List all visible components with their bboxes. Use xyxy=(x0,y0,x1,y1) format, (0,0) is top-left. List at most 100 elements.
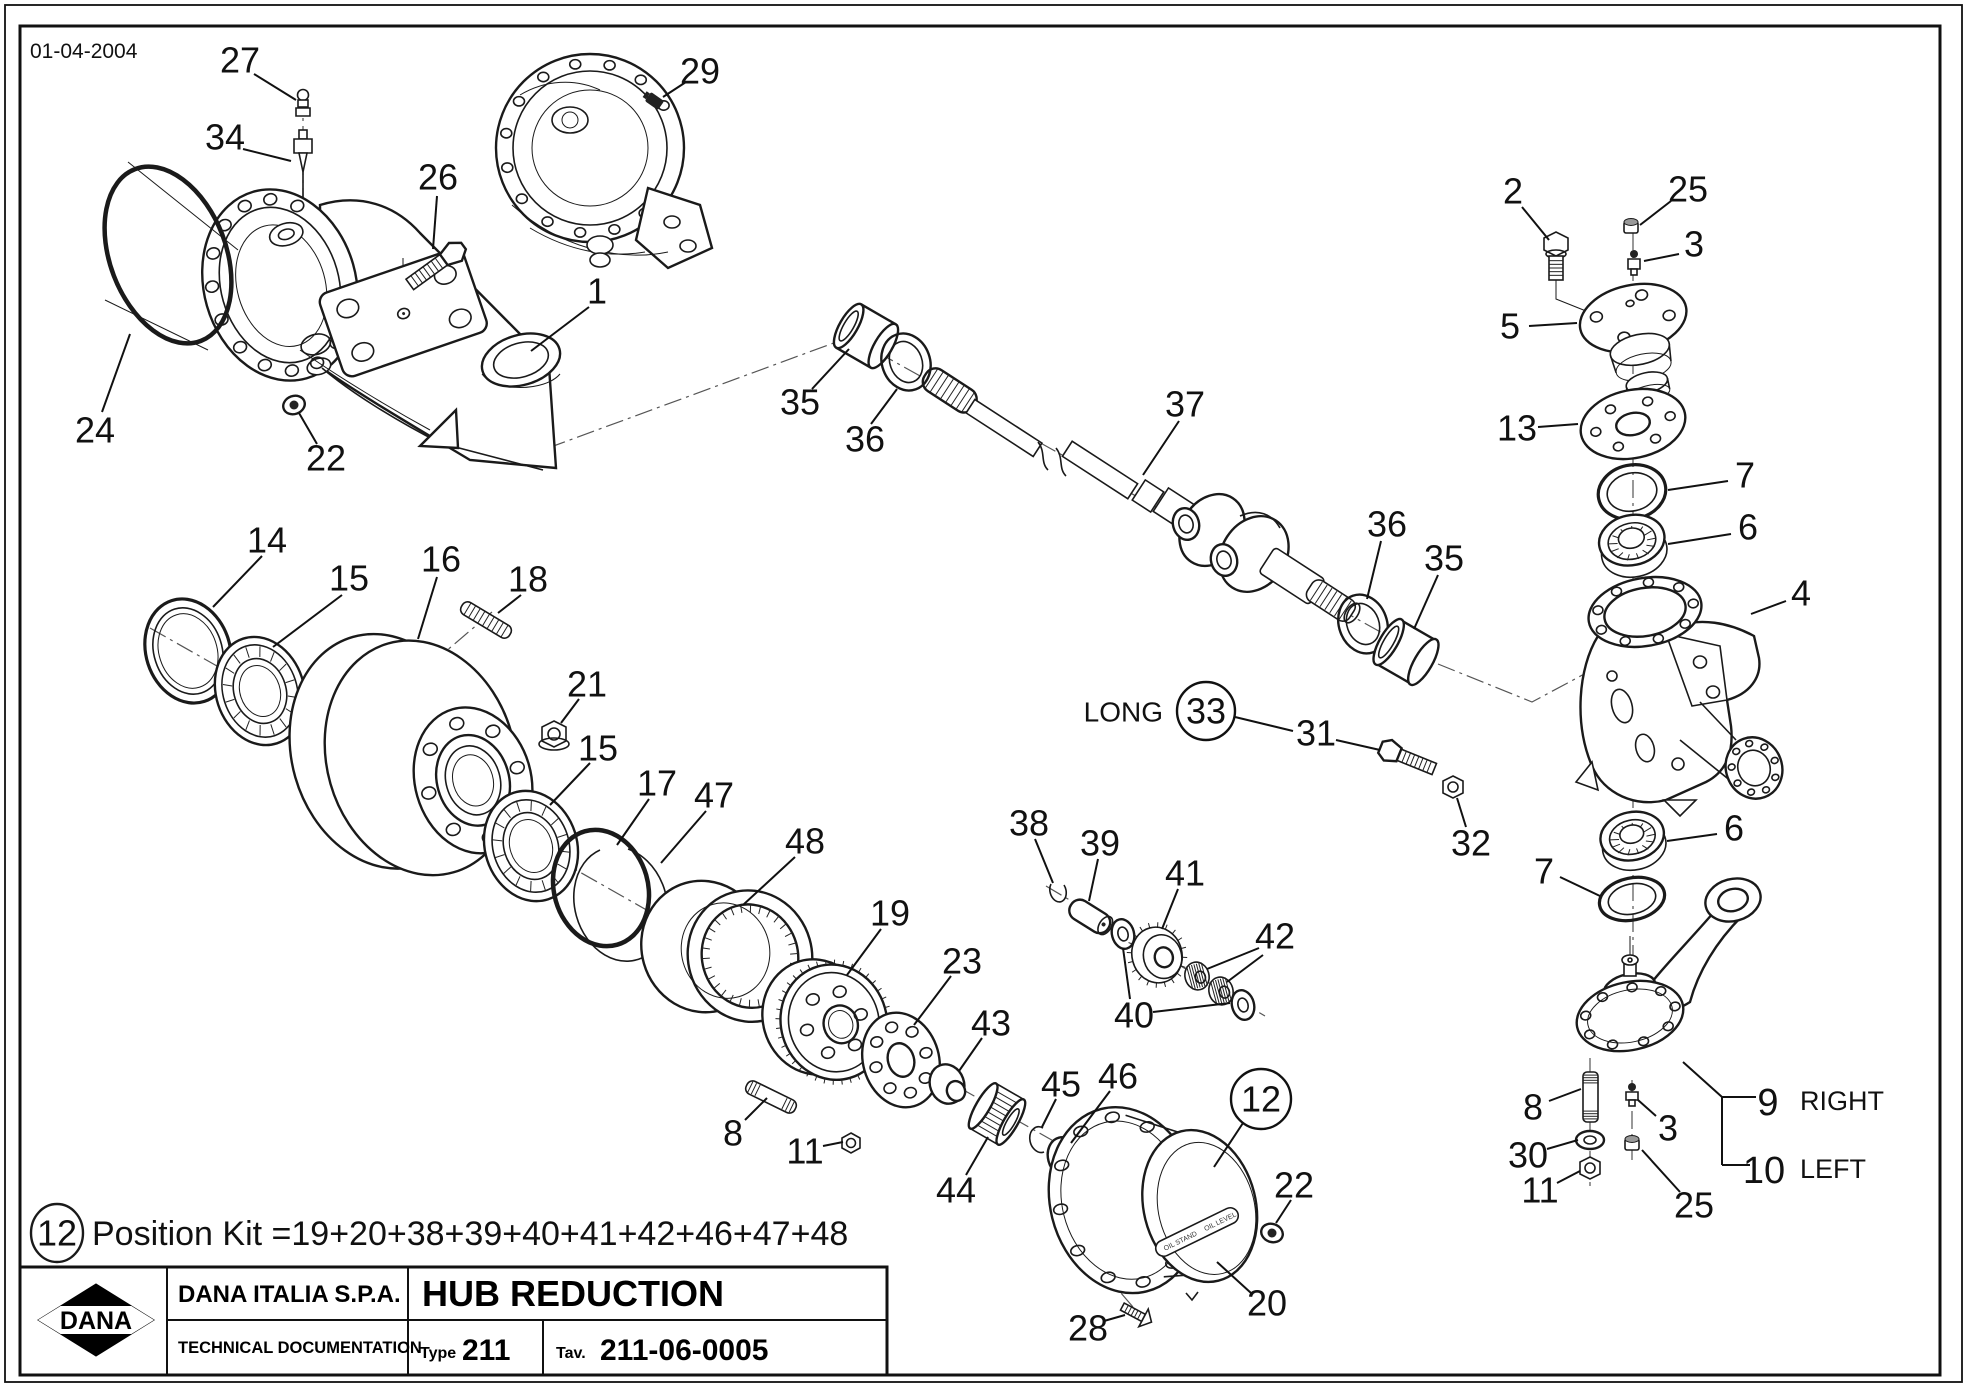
callout-44-36: 44 xyxy=(936,1170,976,1211)
callout-38-39: 38 xyxy=(1009,803,1049,844)
housing-top-plate xyxy=(318,247,488,378)
plug-29 xyxy=(642,91,664,110)
nut-32 xyxy=(1442,775,1464,799)
plug-22b xyxy=(1260,1222,1284,1244)
label-right: RIGHT xyxy=(1800,1086,1884,1116)
leader-22-45 xyxy=(1275,1199,1292,1224)
title-block: DANA DANA ITALIA S.P.A. TECHNICAL DOCUME… xyxy=(18,1265,889,1377)
leader-3-54 xyxy=(1637,1099,1657,1117)
leader-20-46 xyxy=(1216,1261,1252,1294)
callout-36-8: 36 xyxy=(845,419,885,460)
leader-41-41 xyxy=(1161,888,1179,930)
type-value: 211 xyxy=(462,1334,510,1367)
outer-frame xyxy=(4,4,1963,1383)
leader-7-17 xyxy=(1667,480,1729,491)
callout-12-44: 12 xyxy=(1241,1079,1281,1120)
leader-42-42 xyxy=(1226,954,1264,983)
kingpin-bore-boss xyxy=(480,332,562,388)
leader-40-43 xyxy=(1122,947,1131,1000)
leader-39-40 xyxy=(1088,858,1099,902)
leader-36-8 xyxy=(870,388,898,425)
leader-31-48 xyxy=(1335,739,1381,751)
callout-32-50: 32 xyxy=(1451,823,1491,864)
callout-15-23: 15 xyxy=(329,558,369,599)
leader-40-43 xyxy=(1152,1002,1231,1013)
breather-27 xyxy=(295,88,311,117)
logo-text: DANA xyxy=(60,1307,132,1335)
callout-22-45: 22 xyxy=(1274,1165,1314,1206)
leader-8-34 xyxy=(744,1097,768,1121)
callout-22-5: 22 xyxy=(306,438,346,479)
seal-7b xyxy=(1597,875,1667,923)
steering-knuckle-4 xyxy=(1574,575,1784,818)
axle-shaft-37 xyxy=(921,367,1361,624)
leader-14-22 xyxy=(212,555,263,608)
callout-6-20: 6 xyxy=(1724,808,1744,849)
callout-45-37: 45 xyxy=(1041,1064,1081,1105)
callout-5-15: 5 xyxy=(1500,306,1520,347)
tav-label: Tav. xyxy=(556,1345,586,1362)
leader-15-27 xyxy=(549,762,591,806)
axle-housing-rear-view xyxy=(494,52,714,270)
callout-2-12: 2 xyxy=(1503,171,1523,212)
pin-39 xyxy=(1068,898,1114,936)
callout-41-41: 41 xyxy=(1165,853,1205,894)
callout-8-51: 8 xyxy=(1523,1087,1543,1128)
leader-19-31 xyxy=(846,928,882,976)
callout-1-6: 1 xyxy=(587,271,607,312)
leader-22-5 xyxy=(298,412,318,445)
washer-40b xyxy=(1230,989,1256,1021)
nut-21 xyxy=(538,720,570,751)
inner-frame xyxy=(18,24,1942,1377)
callout-37-9: 37 xyxy=(1165,384,1205,425)
leader-34-1 xyxy=(242,148,292,162)
callout-3-14: 3 xyxy=(1684,224,1704,265)
note-text: Position Kit =19+20+38+39+40+41+42+46+47… xyxy=(92,1215,848,1253)
callout-8-34: 8 xyxy=(723,1113,743,1154)
snap-ring-45 xyxy=(1028,1126,1045,1154)
leader-12-44 xyxy=(1213,1122,1244,1168)
leader-16-24 xyxy=(417,576,438,640)
type-label: Type xyxy=(420,1345,456,1362)
leader-38-39 xyxy=(1034,838,1054,884)
company-name: DANA ITALIA S.P.A. xyxy=(178,1281,401,1308)
callout-17-28: 17 xyxy=(637,763,677,804)
shim-13 xyxy=(1579,387,1687,461)
nut-11a xyxy=(841,1132,861,1154)
leader-6-20 xyxy=(1666,833,1718,842)
grease-fitting-34 xyxy=(293,129,313,198)
leader-23-32 xyxy=(913,975,952,1026)
hub-cover-12: OIL STAND OIL LEVEL xyxy=(1047,1105,1259,1302)
callout-42-42: 42 xyxy=(1255,916,1295,957)
roller-42a xyxy=(1184,961,1210,991)
snap-ring-47 xyxy=(572,848,669,962)
callout-28-47: 28 xyxy=(1068,1308,1108,1349)
callout-46-38: 46 xyxy=(1098,1056,1138,1097)
nut-22 xyxy=(282,394,306,416)
callout-43-33: 43 xyxy=(971,1003,1011,1044)
ref-circle-33 xyxy=(1175,680,1237,742)
callout-33-49: 33 xyxy=(1186,691,1226,732)
callout-24-4: 24 xyxy=(75,410,115,451)
leader-17-28 xyxy=(616,798,650,846)
leader-30-52 xyxy=(1546,1139,1579,1150)
callout-13-16: 13 xyxy=(1497,408,1537,449)
leader-18-25 xyxy=(497,594,522,614)
gear-19 xyxy=(761,958,893,1085)
leader-13-16 xyxy=(1537,423,1579,428)
bracket-line-0 xyxy=(1682,1061,1723,1098)
pos-9: 9 xyxy=(1757,1082,1778,1124)
leader-43-33 xyxy=(958,1037,983,1072)
ref-circle-12 xyxy=(1229,1067,1293,1131)
leader-48-30 xyxy=(742,856,796,906)
leader-5-15 xyxy=(1528,322,1578,327)
label-long: LONG xyxy=(1084,697,1163,728)
grease-nipple-3a xyxy=(1627,250,1641,276)
callout-34-1: 34 xyxy=(205,117,245,158)
plug-25a xyxy=(1623,218,1639,234)
leader-44-36 xyxy=(965,1136,989,1176)
note-ref: 12 xyxy=(37,1213,77,1254)
callout-4-19: 4 xyxy=(1791,573,1811,614)
